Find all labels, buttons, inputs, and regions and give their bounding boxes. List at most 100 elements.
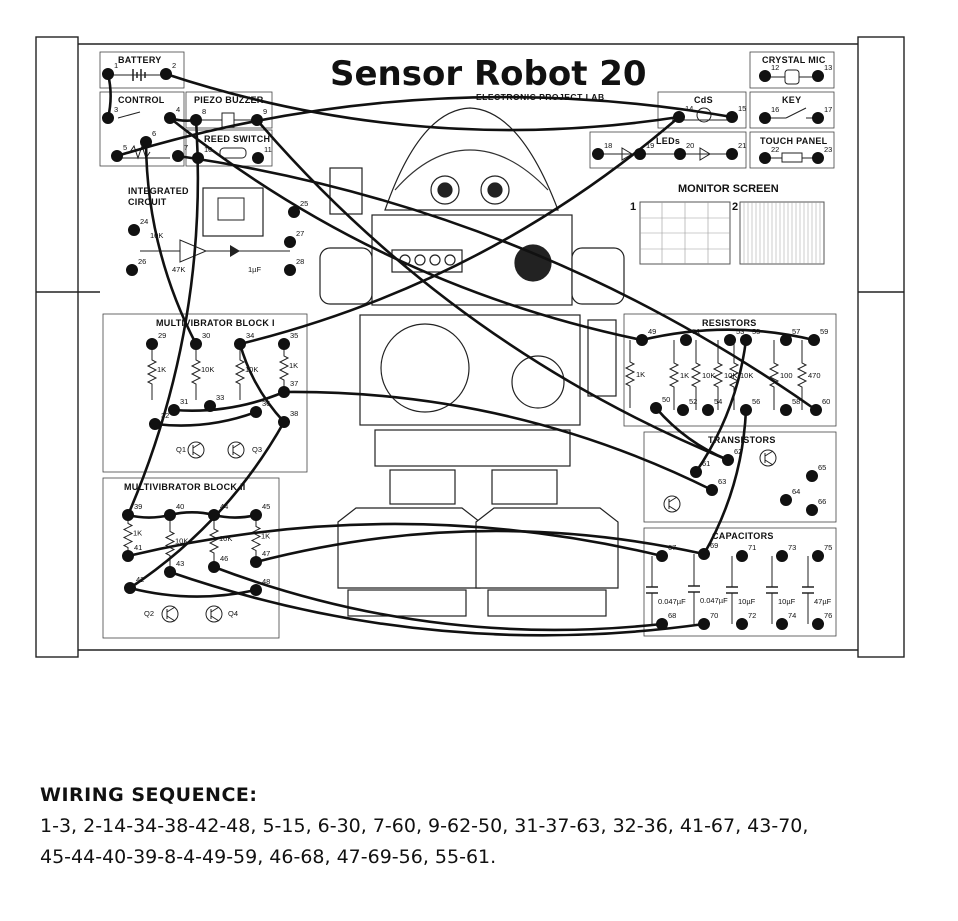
terminal-39[interactable]: 39 (122, 502, 143, 521)
terminal-36[interactable]: 36 (250, 399, 271, 418)
terminal-50[interactable]: 50 (650, 395, 671, 414)
terminal-31[interactable]: 31 (168, 397, 189, 416)
terminal-51[interactable]: 51 (680, 327, 701, 346)
mv2-resistor-1 (122, 515, 134, 556)
terminal-number: 55 (752, 327, 760, 336)
terminal-60[interactable]: 60 (810, 397, 831, 416)
terminal-27[interactable]: 27 (284, 229, 305, 248)
terminal-14[interactable]: 14 (673, 104, 694, 123)
terminal-75[interactable]: 75 (812, 543, 833, 562)
terminal-76[interactable]: 76 (812, 611, 833, 630)
reed-block: REED SWITCH (185, 129, 273, 167)
terminal-12[interactable]: 12 (759, 63, 780, 82)
terminal-16[interactable]: 16 (759, 105, 780, 124)
terminal-49[interactable]: 49 (636, 327, 657, 346)
terminal-66[interactable]: 66 (806, 497, 827, 516)
resistors-label: RESISTORS (702, 318, 757, 328)
terminal-70[interactable]: 70 (698, 611, 719, 630)
terminal-37[interactable]: 37 (278, 379, 299, 398)
q3-label: Q3 (252, 445, 262, 454)
terminal-number: 2 (172, 61, 176, 70)
terminal-47[interactable]: 47 (250, 549, 271, 568)
terminal-45[interactable]: 45 (250, 502, 271, 521)
terminal-34[interactable]: 34 (234, 331, 255, 350)
terminal-65[interactable]: 65 (806, 463, 827, 482)
terminal-72[interactable]: 72 (736, 611, 757, 630)
terminal-7[interactable]: 7 (172, 143, 189, 162)
terminal-24[interactable]: 24 (128, 217, 149, 236)
terminal-59[interactable]: 59 (808, 327, 829, 346)
terminal-35[interactable]: 35 (278, 331, 299, 350)
control-label: CONTROL (118, 95, 165, 105)
terminal-42[interactable]: 42 (124, 575, 145, 594)
terminal-21[interactable]: 21 (726, 141, 747, 160)
terminal-63[interactable]: 63 (706, 477, 727, 496)
terminal-67[interactable]: 67 (656, 543, 677, 562)
terminal-57[interactable]: 57 (780, 327, 801, 346)
wire-45-44 (212, 513, 258, 519)
terminal-68[interactable]: 68 (656, 611, 677, 630)
terminal-52[interactable]: 52 (677, 397, 698, 416)
terminal-56[interactable]: 56 (740, 397, 761, 416)
terminal-number: 23 (824, 145, 832, 154)
capacitor-1 (646, 556, 658, 624)
terminal-number: 57 (792, 327, 800, 336)
terminal-26[interactable]: 26 (126, 257, 147, 276)
board-title: Sensor Robot 20 (330, 54, 647, 94)
terminal-17[interactable]: 17 (812, 105, 833, 124)
terminal-61[interactable]: 61 (690, 459, 711, 478)
terminal-73[interactable]: 73 (776, 543, 797, 562)
terminal-28[interactable]: 28 (284, 257, 305, 276)
terminal-38[interactable]: 38 (278, 409, 299, 428)
terminal-number: 40 (176, 502, 184, 511)
terminal-1[interactable]: 1 (102, 61, 119, 80)
capacitor-value-4: 10µF (778, 597, 796, 606)
terminal-71[interactable]: 71 (736, 543, 757, 562)
terminal-number: 59 (820, 327, 828, 336)
terminal-20[interactable]: 20 (674, 141, 695, 160)
capacitor-5 (802, 556, 814, 624)
terminal-43[interactable]: 43 (164, 559, 185, 578)
terminal-13[interactable]: 13 (812, 63, 833, 82)
terminal-18[interactable]: 18 (592, 141, 613, 160)
terminal-48[interactable]: 48 (250, 577, 271, 596)
terminal-4[interactable]: 4 (164, 105, 181, 124)
terminal-number: 1 (114, 61, 118, 70)
terminal-32[interactable]: 32 (149, 411, 170, 430)
terminal-6[interactable]: 6 (140, 129, 157, 148)
terminal-44[interactable]: 44 (208, 502, 229, 521)
terminal-number: 67 (668, 543, 676, 552)
terminal-15[interactable]: 15 (726, 104, 747, 123)
wire-46-68 (212, 565, 664, 632)
terminal-53[interactable]: 53 (724, 327, 745, 346)
terminal-8[interactable]: 8 (190, 107, 207, 126)
terminal-41[interactable]: 41 (122, 543, 143, 562)
terminal-64[interactable]: 64 (780, 487, 801, 506)
terminal-number: 17 (824, 105, 832, 114)
terminal-19[interactable]: 19 (634, 141, 655, 160)
terminal-62[interactable]: 62 (722, 447, 743, 466)
terminal-23[interactable]: 23 (812, 145, 833, 164)
terminal-5[interactable]: 5 (111, 143, 128, 162)
terminal-69[interactable]: 69 (698, 541, 719, 560)
wire-34-38 (238, 342, 286, 424)
terminal-74[interactable]: 74 (776, 611, 797, 630)
terminal-33[interactable]: 33 (204, 393, 225, 412)
terminal-29[interactable]: 29 (146, 331, 167, 350)
terminal-number: 73 (788, 543, 796, 552)
terminal-55[interactable]: 55 (740, 327, 761, 346)
terminal-3[interactable]: 3 (102, 105, 119, 124)
terminal-25[interactable]: 25 (288, 199, 309, 218)
terminal-30[interactable]: 30 (190, 331, 211, 350)
wire-14-34 (238, 115, 681, 346)
terminal-58[interactable]: 58 (780, 397, 801, 416)
terminal-54[interactable]: 54 (702, 397, 723, 416)
terminal-46[interactable]: 46 (208, 554, 229, 573)
terminal-2[interactable]: 2 (160, 61, 177, 80)
terminal-10[interactable]: 10 (192, 145, 213, 164)
terminal-11[interactable]: 11 (252, 145, 272, 164)
terminal-9[interactable]: 9 (251, 107, 268, 126)
terminal-40[interactable]: 40 (164, 502, 185, 521)
terminal-22[interactable]: 22 (759, 145, 780, 164)
capacitor-value-5: 47µF (814, 597, 832, 606)
